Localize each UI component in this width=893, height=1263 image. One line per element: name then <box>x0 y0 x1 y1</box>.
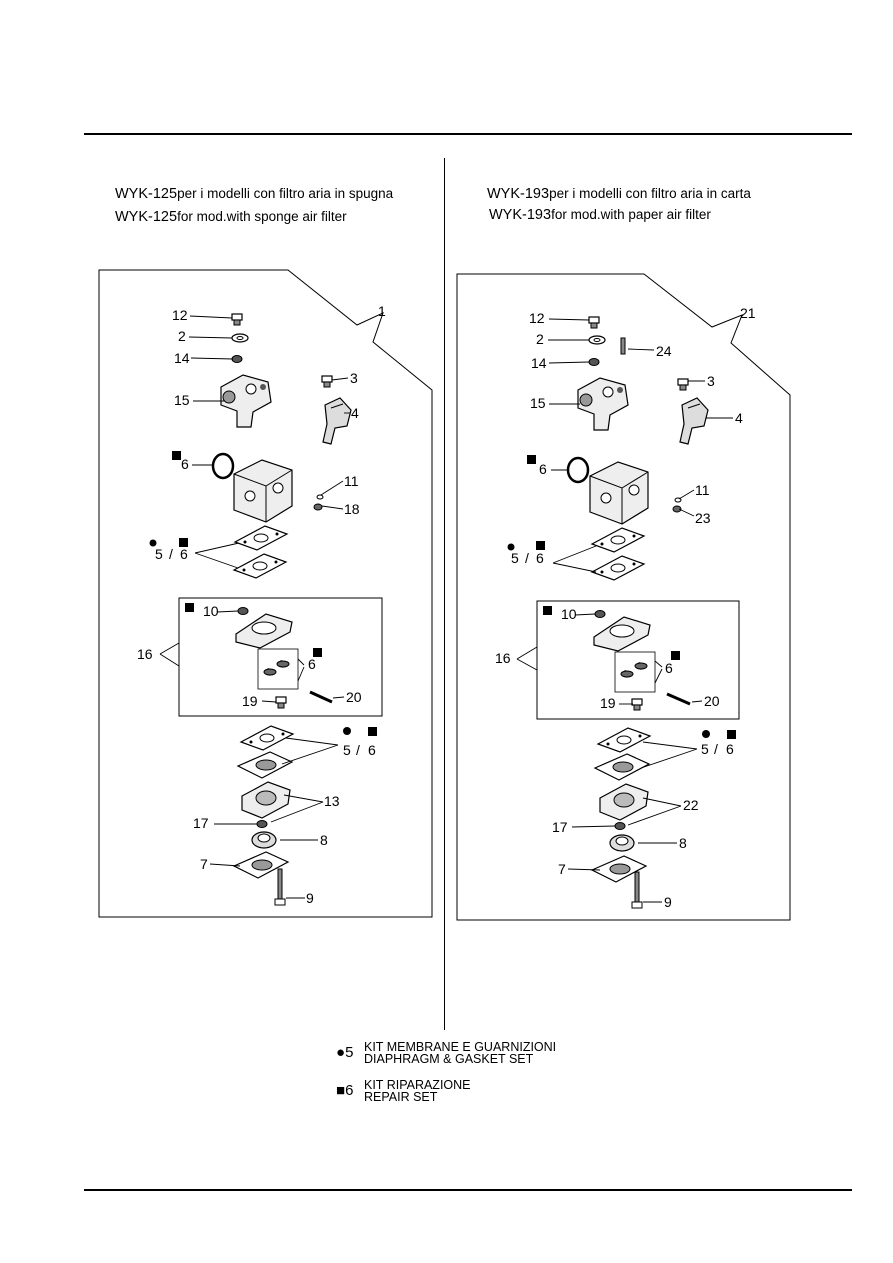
right-label-0: 12 <box>529 310 545 326</box>
left-line1-text: per i modelli con filtro aria in spugna <box>177 186 394 201</box>
left-label-2: 14 <box>174 350 190 366</box>
right-label-18: 5 <box>701 741 709 757</box>
right-label-7: 21 <box>740 305 756 321</box>
right-label-8: 6 <box>539 461 547 477</box>
legend-line1: KIT RIPARAZIONE <box>364 1078 471 1092</box>
left-label-3: 15 <box>174 392 190 408</box>
right-label-19: 6 <box>726 741 734 757</box>
left-line2-text: for mod.with sponge air filter <box>177 209 347 224</box>
bottom-rule <box>84 1189 852 1191</box>
right-label-12: 6 <box>536 550 544 566</box>
legend-diaphragm-kit: ●5 KIT MEMBRANE E GUARNIZIONI DIAPHRAGM … <box>336 1041 596 1067</box>
left-part-labels: 12 2 14 15 3 4 1 6 11 18 5 6 10 16 6 19 … <box>137 303 386 906</box>
left-label-1: 2 <box>178 328 186 344</box>
left-label-17: 5 <box>343 742 351 758</box>
left-label-0: 12 <box>172 307 188 323</box>
right-header-line2: WYK-193for mod.with paper air filter <box>489 207 711 223</box>
legend-line2: REPAIR SET <box>364 1090 438 1104</box>
left-label-14: 6 <box>308 656 316 672</box>
svg-text:/: / <box>714 741 718 757</box>
center-divider <box>444 158 445 1030</box>
left-label-11: 6 <box>180 546 188 562</box>
right-label-6: 4 <box>735 410 743 426</box>
left-diagram: 12 2 14 15 3 4 1 6 11 18 5 6 10 16 6 19 … <box>98 269 433 918</box>
right-label-24: 9 <box>664 894 672 910</box>
right-label-15: 6 <box>665 660 673 676</box>
right-label-13: 10 <box>561 606 577 622</box>
right-diagram: 12 2 24 14 15 3 4 21 6 11 23 5 6 10 16 6… <box>456 273 791 921</box>
right-label-21: 17 <box>552 819 568 835</box>
right-label-16: 19 <box>600 695 616 711</box>
right-label-3: 14 <box>531 355 547 371</box>
right-model-code: WYK-193 <box>487 186 550 202</box>
left-label-5: 4 <box>351 405 359 421</box>
right-label-1: 2 <box>536 331 544 347</box>
left-header-line2: WYK-125for mod.with sponge air filter <box>115 209 347 225</box>
circle-marker-icon: ●5 <box>336 1044 354 1061</box>
right-label-4: 15 <box>530 395 546 411</box>
legend-line1: KIT MEMBRANE E GUARNIZIONI <box>364 1040 557 1054</box>
left-label-10: 5 <box>155 546 163 562</box>
right-label-22: 8 <box>679 835 687 851</box>
left-label-23: 9 <box>306 890 314 906</box>
right-label-17: 20 <box>704 693 720 709</box>
right-label-2: 24 <box>656 343 672 359</box>
left-model-code: WYK-125 <box>115 186 178 202</box>
legend-number: 5 <box>345 1044 354 1061</box>
right-header-line1: WYK-193per i modelli con filtro aria in … <box>487 186 751 202</box>
left-label-12: 10 <box>203 603 219 619</box>
right-line1-text: per i modelli con filtro aria in carta <box>549 186 751 201</box>
svg-text:/: / <box>525 550 529 566</box>
left-label-19: 13 <box>324 793 340 809</box>
left-label-6: 1 <box>378 303 386 319</box>
svg-text:/: / <box>169 546 173 562</box>
left-label-8: 11 <box>344 473 359 489</box>
left-label-22: 7 <box>200 856 208 872</box>
left-label-20: 17 <box>193 815 209 831</box>
top-rule <box>84 133 852 135</box>
right-label-5: 3 <box>707 373 715 389</box>
svg-text:/: / <box>356 742 360 758</box>
left-label-16: 20 <box>346 689 362 705</box>
left-label-7: 6 <box>181 456 189 472</box>
right-label-20: 22 <box>683 797 699 813</box>
right-label-14: 16 <box>495 650 511 666</box>
left-label-9: 18 <box>344 501 360 517</box>
left-label-15: 19 <box>242 693 258 709</box>
left-label-4: 3 <box>350 370 358 386</box>
right-part-labels: 12 2 24 14 15 3 4 21 6 11 23 5 6 10 16 6… <box>495 305 756 910</box>
legend-line2: DIAPHRAGM & GASKET SET <box>364 1052 534 1066</box>
left-header-line1: WYK-125per i modelli con filtro aria in … <box>115 186 393 202</box>
right-label-9: 11 <box>695 482 710 498</box>
right-label-11: 5 <box>511 550 519 566</box>
legend-number: 6 <box>345 1082 354 1099</box>
right-label-23: 7 <box>558 861 566 877</box>
left-model-code-2: WYK-125 <box>115 209 178 225</box>
right-line2-text: for mod.with paper air filter <box>551 207 711 222</box>
square-marker-icon: ■6 <box>336 1082 354 1099</box>
right-label-10: 23 <box>695 510 711 526</box>
right-model-code-2: WYK-193 <box>489 207 552 223</box>
left-label-18: 6 <box>368 742 376 758</box>
left-label-21: 8 <box>320 832 328 848</box>
left-label-13: 16 <box>137 646 153 662</box>
legend-repair-kit: ■6 KIT RIPARAZIONE REPAIR SET <box>336 1079 536 1105</box>
